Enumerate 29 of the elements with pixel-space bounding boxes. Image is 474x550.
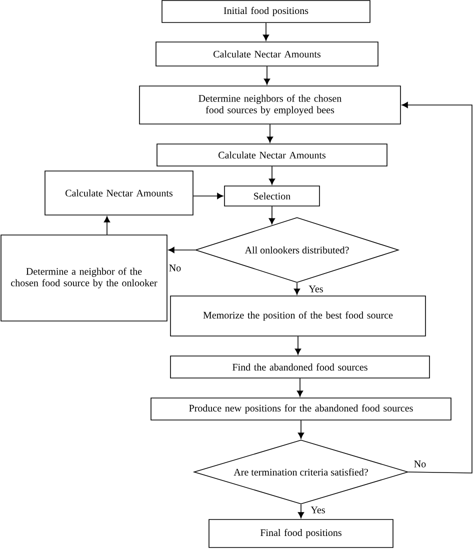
arrow (266, 124, 274, 143)
arrow (168, 246, 196, 254)
arrow (402, 102, 472, 474)
process-box: Produce new positions for the abandoned food sources (150, 398, 452, 420)
arrow (298, 504, 304, 518)
process-box: Calculate Nectar Amounts (156, 42, 378, 66)
process-box: Determine a neighbor of the chosen food source by the onlooker (0, 234, 168, 322)
edge-label: No (412, 460, 428, 468)
arrow (104, 216, 110, 235)
process-box: Determine neighbors of the chosen food sources by employed bees (139, 86, 401, 124)
process-box: Calculate Nectar Amounts (44, 170, 194, 216)
process-box: Selection (224, 186, 320, 206)
process-box: Final food positions (208, 519, 394, 548)
process-box: Memorize the position of the best food source (170, 296, 426, 336)
arrow (294, 336, 302, 355)
arrow (193, 192, 224, 200)
arrow (268, 166, 276, 185)
process-box: Initial food positions (162, 0, 370, 23)
edge-label: Yes (308, 284, 324, 294)
edge-label: Yes (310, 506, 326, 514)
arrow (262, 22, 270, 41)
arrow (294, 282, 300, 295)
arrow (268, 206, 276, 224)
arrow (296, 378, 304, 397)
arrow (264, 66, 270, 85)
arrow (298, 420, 304, 439)
process-box: Find the abandoned food sources (170, 356, 430, 378)
edge-label: No (168, 264, 182, 272)
process-box: Calculate Nectar Amounts (156, 144, 388, 166)
